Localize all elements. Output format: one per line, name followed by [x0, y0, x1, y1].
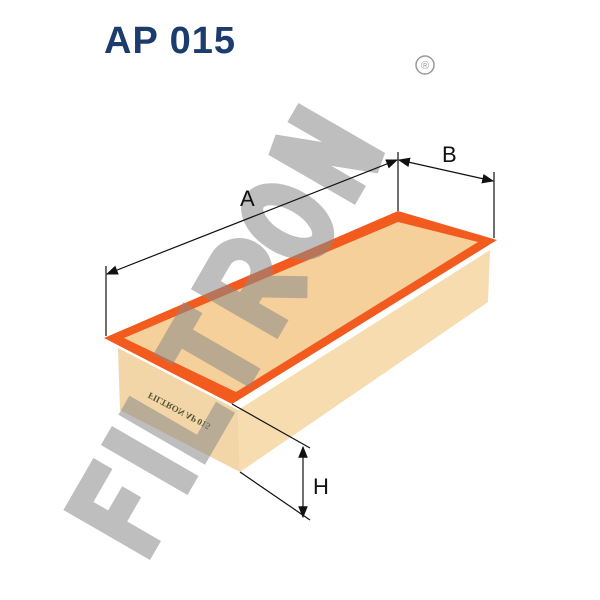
- filter-right-face: [238, 250, 490, 472]
- dimension-b-label: B: [442, 142, 457, 167]
- dimension-a-line: [105, 159, 399, 275]
- registered-mark: ®: [421, 60, 429, 72]
- dimension-b-line: [397, 157, 495, 184]
- dimension-h-label: H: [313, 474, 329, 499]
- dimension-a-label: A: [240, 186, 255, 211]
- product-title: AP 015: [104, 20, 237, 62]
- registered-icon: [415, 55, 435, 75]
